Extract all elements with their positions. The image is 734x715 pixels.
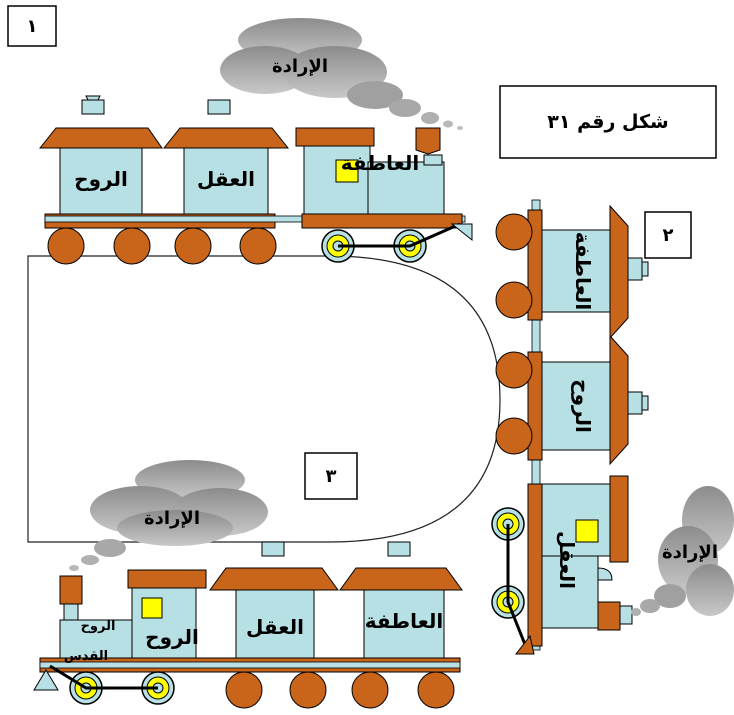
car-bottom-right: العاطفة <box>339 541 463 659</box>
smoke-label-bottom: الإرادة <box>144 508 200 529</box>
step-two-label: ٢ <box>663 225 674 246</box>
engine-top: العاطفة <box>295 127 445 215</box>
holy-spirit-label-line2: القدس <box>64 649 108 664</box>
car-right-middle-label: الروح <box>571 379 595 433</box>
step-two-box: ٢ <box>644 211 692 259</box>
car-bottom-middle-label: العقل <box>246 615 304 639</box>
step-three-label: ٣ <box>326 466 337 487</box>
step-one-box: ١ <box>7 5 57 47</box>
engine-top-label: العاطفة <box>341 151 420 175</box>
train-top: الإرادة الروح العقل العا <box>38 18 473 265</box>
track-loop <box>27 255 501 543</box>
smoke-label-right: الإرادة <box>662 542 718 563</box>
step-one-label: ١ <box>27 16 38 37</box>
car-top-middle-label: العقل <box>197 167 255 191</box>
holy-spirit-label-line1: الروح <box>81 619 116 634</box>
figure-caption-box: شكل رقم ٣١ <box>499 85 717 159</box>
engine-right-label: العقل <box>555 531 579 589</box>
smoke-cloud-top: الإرادة <box>220 18 463 130</box>
car-right-top: العاطفة <box>495 204 649 340</box>
car-right-top-label: العاطفة <box>571 232 595 311</box>
smoke-cloud-right: الإرادة <box>631 486 734 616</box>
car-top-middle: العقل <box>162 99 290 215</box>
smoke-cloud-bottom: الإرادة <box>69 460 268 571</box>
car-top-left-label: الروح <box>74 167 128 191</box>
figure-caption: شكل رقم ٣١ <box>547 111 668 133</box>
train-bottom: الإرادة الروح الروح القدس <box>33 460 463 709</box>
car-top-left: الروح <box>38 95 163 215</box>
car-bottom-middle: العقل <box>209 541 339 659</box>
engine-top-wheels <box>321 222 473 263</box>
step-three-box: ٣ <box>304 452 358 500</box>
car-right-middle: الروح <box>495 334 649 466</box>
train-right: العاطفة الروح <box>491 199 734 655</box>
engine-right: العقل <box>491 475 633 655</box>
car-bottom-right-label: العاطفة <box>365 609 444 633</box>
engine-bottom: الروح الروح القدس <box>33 569 207 705</box>
engine-bottom-label: الروح <box>145 625 199 649</box>
smoke-label-top: الإرادة <box>272 56 328 77</box>
